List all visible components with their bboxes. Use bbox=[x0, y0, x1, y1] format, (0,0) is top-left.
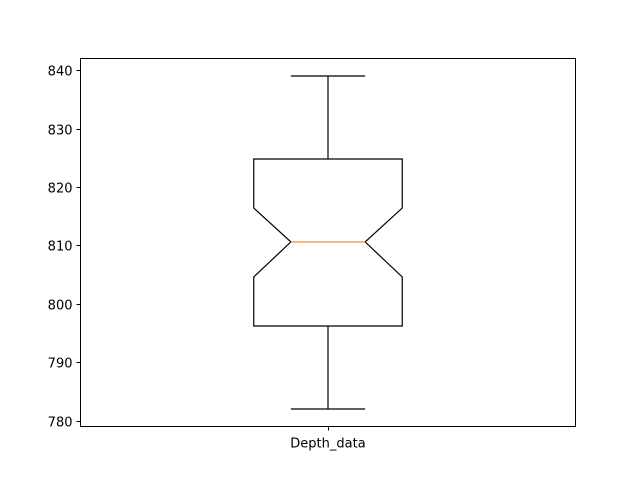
y-tick-label: 790 bbox=[48, 357, 73, 372]
y-tick-label: 810 bbox=[48, 240, 73, 255]
y-tick-label: 840 bbox=[48, 65, 73, 80]
y-tick-label: 830 bbox=[48, 124, 73, 139]
y-tick-label: 820 bbox=[48, 182, 73, 197]
y-tick-label: 800 bbox=[48, 299, 73, 314]
notched-box bbox=[253, 158, 403, 327]
boxes bbox=[253, 75, 403, 410]
x-axis: Depth_data bbox=[290, 426, 366, 452]
y-tick-label: 780 bbox=[48, 416, 73, 431]
x-tick-label: Depth_data bbox=[290, 437, 365, 452]
y-axis: 780 790 800 810 820 830 840 bbox=[48, 65, 81, 431]
